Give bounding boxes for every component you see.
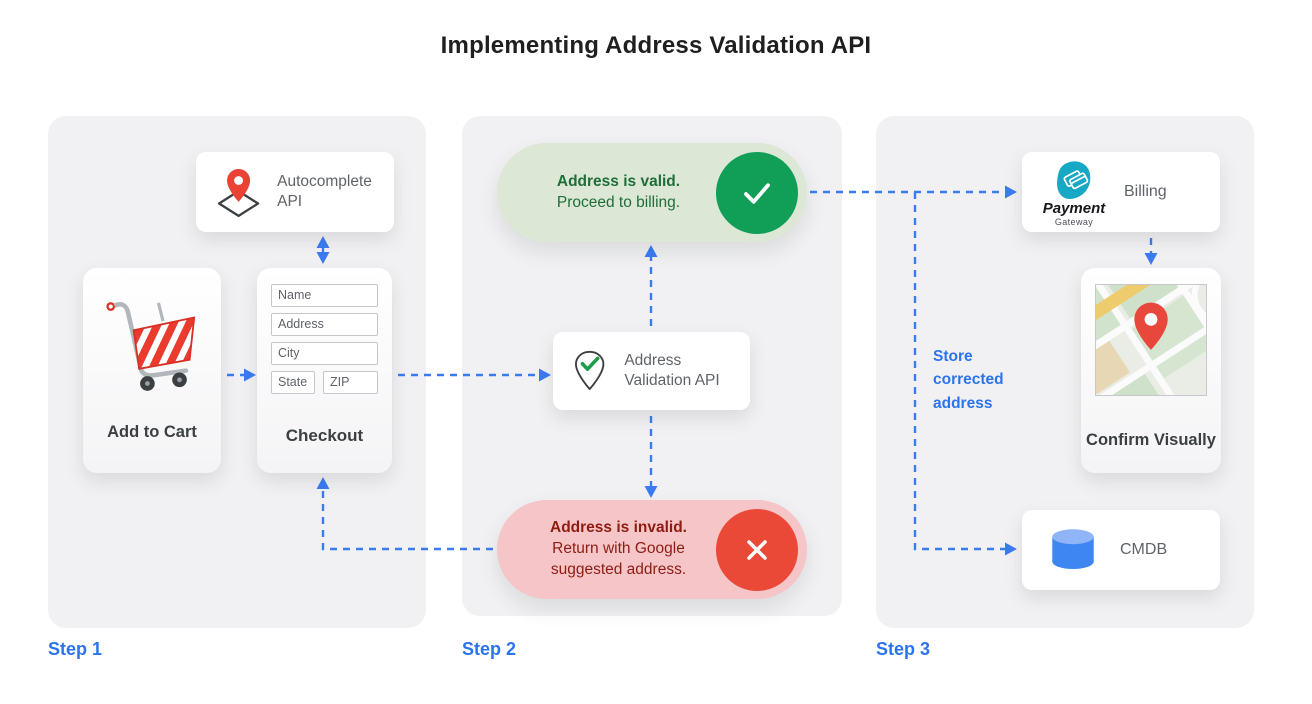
address-invalid-text: Address is invalid. Return with Google s… [497,518,716,581]
address-invalid-node: Address is invalid. Return with Google s… [497,500,807,599]
payment-gateway-logo-title: Payment [1042,199,1106,217]
address-valid-node: Address is valid. Proceed to billing. [497,143,807,242]
shopping-cart-icon [106,302,196,391]
add-to-cart-label: Add to Cart [107,422,197,441]
step2-label: Step 2 [462,639,517,659]
payment-gateway-logo-subtitle: Gateway [1054,216,1094,227]
pin-check-icon [575,350,605,390]
add-to-cart-node: Add to Cart [83,268,221,473]
payment-gateway-blob-icon [1057,160,1091,199]
address-valid-subtitle: Proceed to billing. [556,193,681,211]
invalid-badge [716,508,798,591]
city-field: City [271,342,378,365]
payment-gateway-logo: Payment Gateway [1036,158,1112,227]
checkout-label: Checkout [285,425,364,445]
name-field: Name [271,284,378,307]
page-title: Implementing Address Validation API [440,32,872,59]
address-invalid-subtitle: Return with Google suggested address. [550,540,687,578]
confirm-visually-node: Confirm Visually [1081,268,1221,473]
valid-badge [716,151,798,234]
autocomplete-api-label: Autocomplete API [277,172,372,210]
step3-label: Step 3 [876,639,931,659]
cmdb-label: CMDB [1120,541,1168,559]
confirm-visually-label: Confirm Visually [1086,430,1216,449]
checkmark-icon [744,182,770,204]
address-validation-api-label: Address Validation API [624,351,720,389]
store-corrected-address-note: Store corrected address [933,348,1004,412]
x-icon [747,539,767,560]
cmdb-node: CMDB [1022,510,1220,590]
state-field: State [271,371,315,394]
zip-field: ZIP [323,371,378,394]
database-cylinder-icon [1052,529,1094,570]
address-valid-title: Address is valid. [556,172,681,190]
checkout-node: Name Address City State ZIP Checkout [257,268,392,473]
map-diamond-pin-icon [217,168,260,218]
step1-label: Step 1 [48,639,103,659]
billing-label: Billing [1124,183,1167,201]
map-thumbnail [1095,284,1207,396]
address-validation-api-node: Address Validation API [553,332,750,410]
autocomplete-api-node: Autocomplete API [196,152,394,232]
billing-node: Payment Gateway Billing [1022,152,1220,232]
address-invalid-title: Address is invalid. [550,519,687,537]
address-field: Address [271,313,378,336]
address-valid-text: Address is valid. Proceed to billing. [497,172,716,214]
